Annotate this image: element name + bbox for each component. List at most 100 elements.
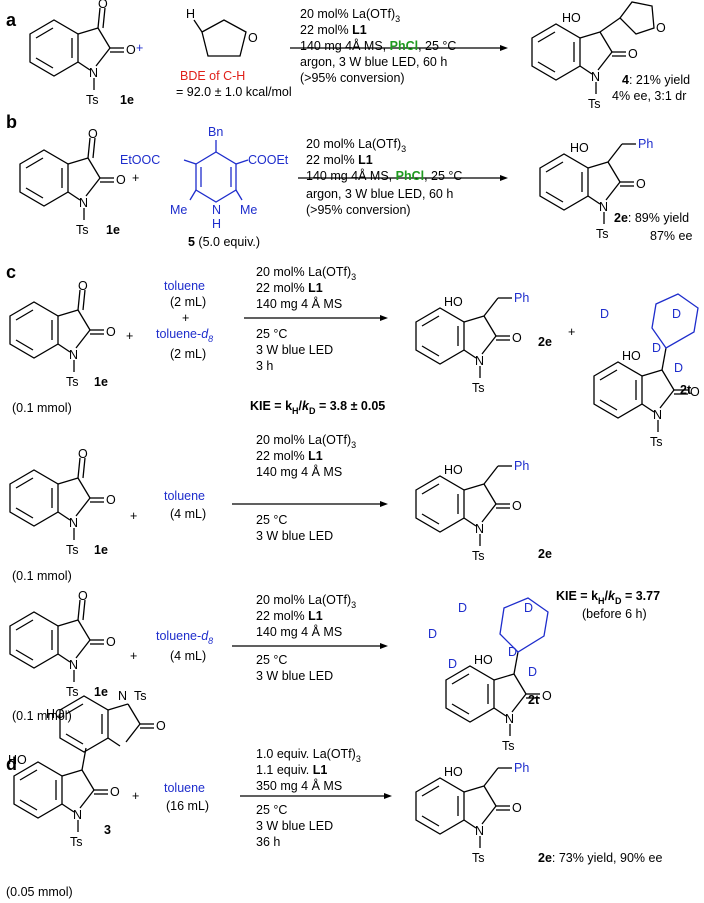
- isatin-1e-structure: O O N Ts 1e: [9, 447, 116, 557]
- product-2e-label: 2e: [538, 335, 552, 349]
- volume-label: (4 mL): [170, 649, 206, 663]
- atom-N: N: [79, 196, 88, 210]
- atom-D: D: [674, 361, 683, 375]
- cond-temp: 25 °C: [256, 653, 287, 667]
- toluene-d8-label: toluene-d8: [156, 327, 213, 344]
- product-2e-ee: 87% ee: [650, 229, 692, 243]
- atom-D: D: [600, 307, 609, 321]
- isatin-1e-structure: O O N Ts 1e: [9, 279, 116, 389]
- atom-Ts: Ts: [472, 381, 485, 395]
- atom-N: N: [599, 200, 608, 214]
- cond-ligand: 22 mol% L1: [306, 153, 373, 167]
- atom-Ts: Ts: [76, 223, 89, 237]
- compound-1e-label: 1e: [120, 93, 134, 107]
- cond-la-otf3: 1.0 equiv. La(OTf)3: [256, 747, 361, 764]
- bde-value: = 92.0 ± 1.0 kcal/mol: [176, 85, 292, 99]
- cond-led: 3 W blue LED: [256, 529, 333, 543]
- cond-argon-led: argon, 3 W blue LED, 60 h: [306, 187, 453, 201]
- panel-label-c: c: [6, 262, 16, 282]
- atom-N: N: [73, 808, 82, 822]
- group-Me: Me: [170, 203, 187, 217]
- atom-O: O: [110, 785, 120, 799]
- group-Ph: Ph: [638, 137, 653, 151]
- atom-H: H: [186, 7, 195, 21]
- atom-Ts: Ts: [472, 549, 485, 563]
- atom-D: D: [428, 627, 437, 641]
- atom-O: O: [78, 279, 88, 293]
- cond-la-otf3: 20 mol% La(OTf)3: [256, 265, 356, 282]
- group-Ph: Ph: [514, 761, 529, 775]
- atom-HO: HO: [444, 765, 463, 779]
- atom-O: O: [78, 447, 88, 461]
- atom-O: O: [512, 499, 522, 513]
- cond-ms: 140 mg 4 Å MS: [256, 464, 342, 479]
- product-2t-structure: HO O N Ts: [445, 597, 552, 753]
- atom-O: O: [78, 589, 88, 603]
- atom-HO: HO: [444, 463, 463, 477]
- cond-la-otf3: 20 mol% La(OTf)3: [256, 593, 356, 610]
- atom-HO: HO: [46, 707, 65, 721]
- atom-H: H: [212, 217, 221, 231]
- group-Ph: Ph: [514, 291, 529, 305]
- atom-HO: HO: [474, 653, 493, 667]
- cond-la-otf3: 20 mol% La(OTf)3: [300, 7, 400, 24]
- arrow-head: [384, 793, 392, 799]
- product-2e-structure: HO Ph O N Ts: [415, 459, 529, 563]
- atom-HO: HO: [8, 753, 27, 767]
- cond-led: 3 W blue LED: [256, 819, 333, 833]
- panel-label-d: d: [6, 754, 17, 774]
- arrow-head: [500, 45, 508, 51]
- atom-O: O: [542, 689, 552, 703]
- atom-D: D: [524, 601, 533, 615]
- plus-sign: +: [130, 509, 137, 523]
- volume-label: (2 mL): [170, 295, 206, 309]
- atom-O: O: [248, 31, 258, 45]
- toluene-label: toluene: [164, 781, 205, 795]
- plus-sign: +: [568, 325, 575, 339]
- isatin-1e-structure: O O N Ts 1e: [9, 589, 116, 699]
- thf-structure: H O: [186, 7, 258, 57]
- atom-N: N: [89, 66, 98, 80]
- compound-1e-label: 1e: [106, 223, 120, 237]
- plus-sign: +: [182, 311, 189, 325]
- compound-1e-label: 1e: [94, 685, 108, 699]
- atom-O: O: [512, 331, 522, 345]
- atom-Ts: Ts: [596, 227, 609, 241]
- kie-row1: KIE = kH/kD = 3.8 ± 0.05: [250, 399, 385, 416]
- atom-D: D: [528, 665, 537, 679]
- product-2t-label: 2t: [680, 383, 692, 397]
- atom-D: D: [448, 657, 457, 671]
- atom-Ts: Ts: [650, 435, 663, 449]
- atom-HO: HO: [622, 349, 641, 363]
- atom-O: O: [116, 173, 126, 187]
- atom-O: O: [106, 325, 116, 339]
- cond-ligand: 1.1 equiv. L1: [256, 763, 327, 777]
- atom-D: D: [652, 341, 661, 355]
- atom-D: D: [508, 645, 517, 659]
- group-Ph: Ph: [514, 459, 529, 473]
- cond-ligand: 22 mol% L1: [256, 609, 323, 623]
- compound-3-label: 3: [104, 823, 111, 837]
- atom-Ts: Ts: [66, 375, 79, 389]
- dimer-3-structure: HO O N Ts 3 O N Ts HO: [8, 689, 166, 849]
- product-2t-structure: HO O N Ts: [593, 293, 700, 449]
- atom-Ts: Ts: [472, 851, 485, 865]
- toluene-label: toluene: [164, 489, 205, 503]
- atom-N: N: [69, 658, 78, 672]
- plus-sign: +: [132, 171, 139, 185]
- product-2e-result: 2e: 73% yield, 90% ee: [538, 851, 662, 865]
- atom-Ts: Ts: [66, 543, 79, 557]
- atom-Ts: Ts: [134, 689, 147, 703]
- atom-O: O: [106, 635, 116, 649]
- hantzsch-ester-5-structure: Bn EtOOC COOEt Me Me N H: [120, 125, 289, 231]
- atom-N: N: [475, 824, 484, 838]
- cond-ms: 140 mg 4 Å MS: [256, 296, 342, 311]
- atom-N: N: [69, 348, 78, 362]
- amount-label: (0.1 mmol): [12, 709, 72, 723]
- isatin-1e-structure: O O N Ts 1e: [19, 127, 126, 237]
- cond-led: 3 W blue LED: [256, 343, 333, 357]
- atom-N: N: [212, 203, 221, 217]
- atom-N: N: [475, 522, 484, 536]
- product-2t-label: 2t: [528, 693, 540, 707]
